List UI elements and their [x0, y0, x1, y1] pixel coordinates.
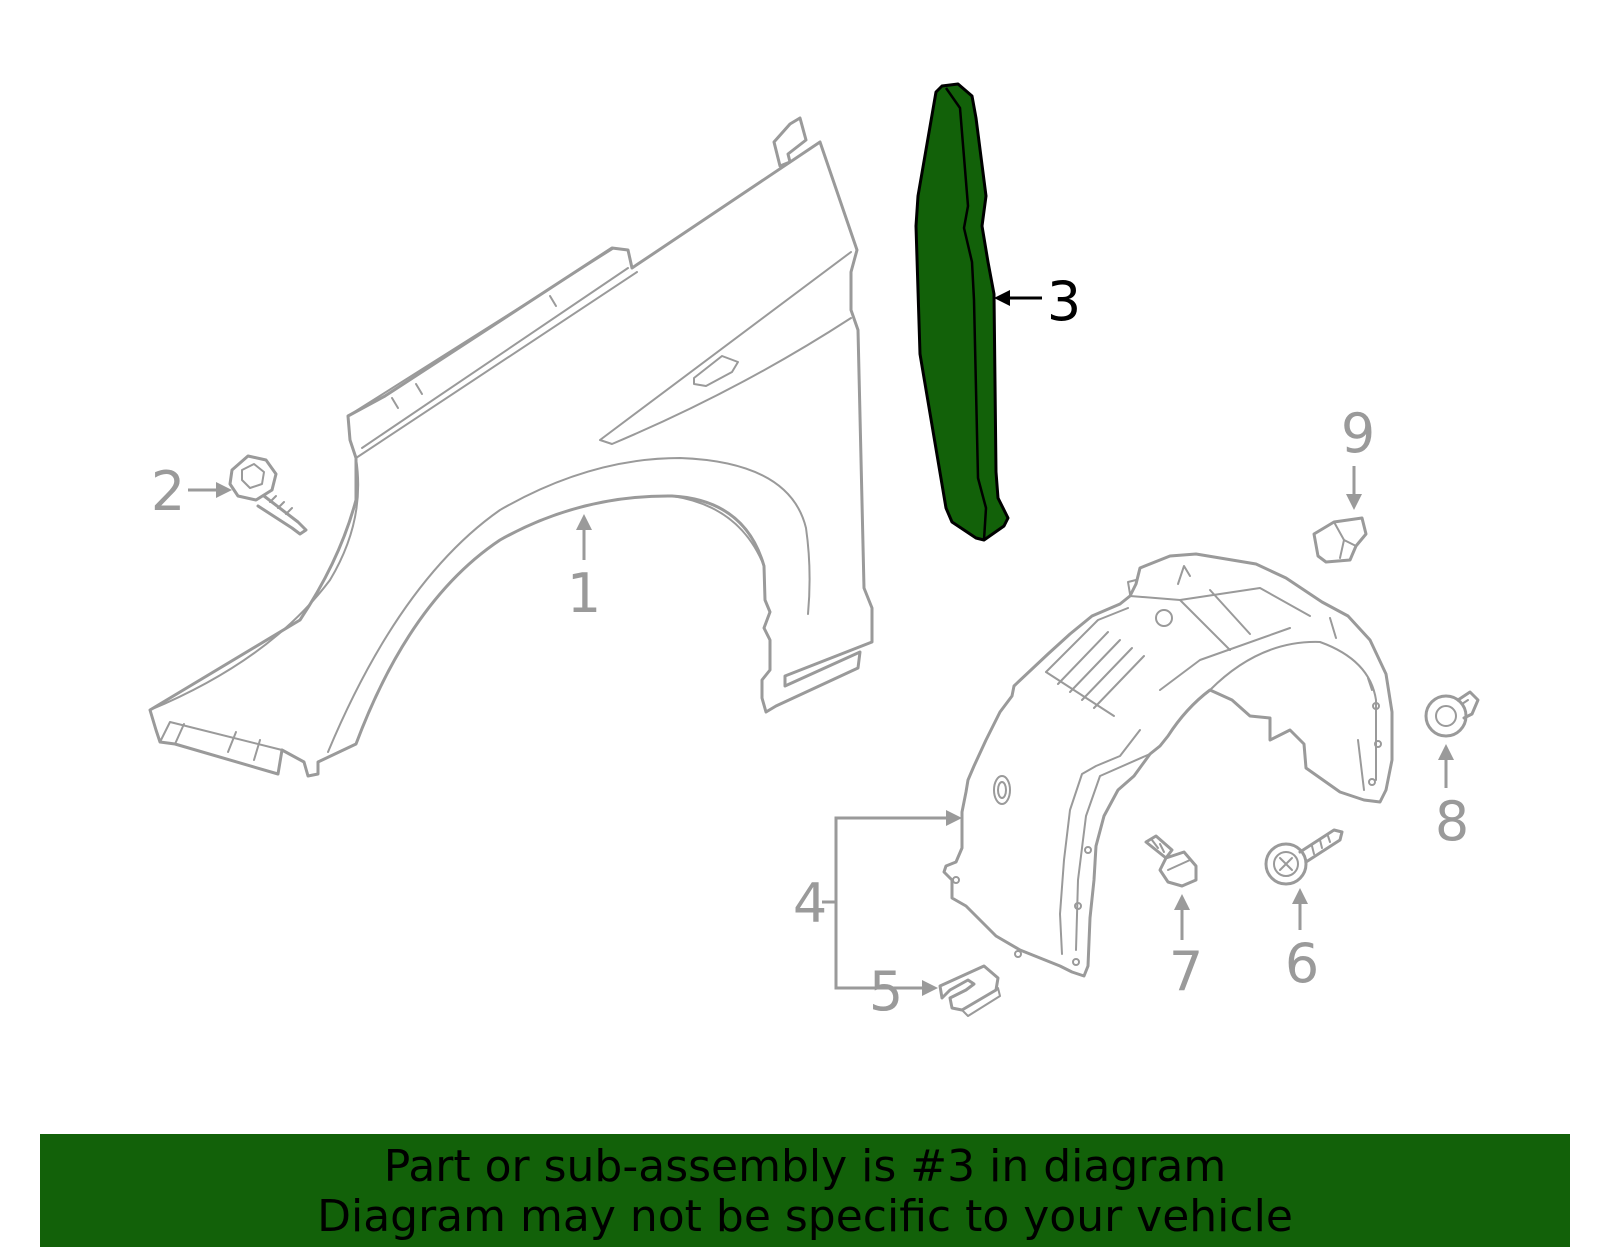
- callout-4-label: 4: [793, 872, 827, 935]
- callout-1-label: 1: [567, 562, 601, 625]
- bolt-part: [228, 454, 308, 536]
- callout-5-arrow: [922, 980, 938, 996]
- callout-7-label: 7: [1169, 940, 1203, 1003]
- callout-3-label: 3: [1047, 270, 1081, 333]
- fender-part: [148, 116, 874, 778]
- callout-3-arrow: [994, 290, 1010, 306]
- callout-1-arrow: [576, 514, 592, 530]
- callout-2-arrow: [216, 482, 232, 498]
- fender-insulator-part: [914, 82, 1010, 542]
- callout-2-label: 2: [151, 460, 185, 523]
- callout-9-arrow: [1346, 494, 1362, 510]
- stud-bolt-part: [1144, 834, 1198, 888]
- callout-7-arrow: [1174, 894, 1190, 910]
- callout-4-arrow: [946, 810, 962, 826]
- callout-6-label: 6: [1285, 932, 1319, 995]
- info-banner: Part or sub-assembly is #3 in diagram Di…: [40, 1134, 1570, 1247]
- retainer-clip-part: [1312, 516, 1368, 564]
- callout-9-label: 9: [1341, 402, 1375, 465]
- banner-line-2: Diagram may not be specific to your vehi…: [317, 1191, 1293, 1242]
- callout-5-label: 5: [869, 960, 903, 1023]
- callout-8-arrow: [1438, 744, 1454, 760]
- push-clip-part: [1424, 690, 1480, 738]
- fender-liner-part: [942, 552, 1394, 978]
- u-nut-part: [938, 964, 1001, 1017]
- callout-8-label: 8: [1435, 790, 1469, 853]
- screw-part: [1264, 828, 1344, 886]
- banner-line-1: Part or sub-assembly is #3 in diagram: [383, 1141, 1227, 1192]
- callout-6-arrow: [1292, 888, 1308, 904]
